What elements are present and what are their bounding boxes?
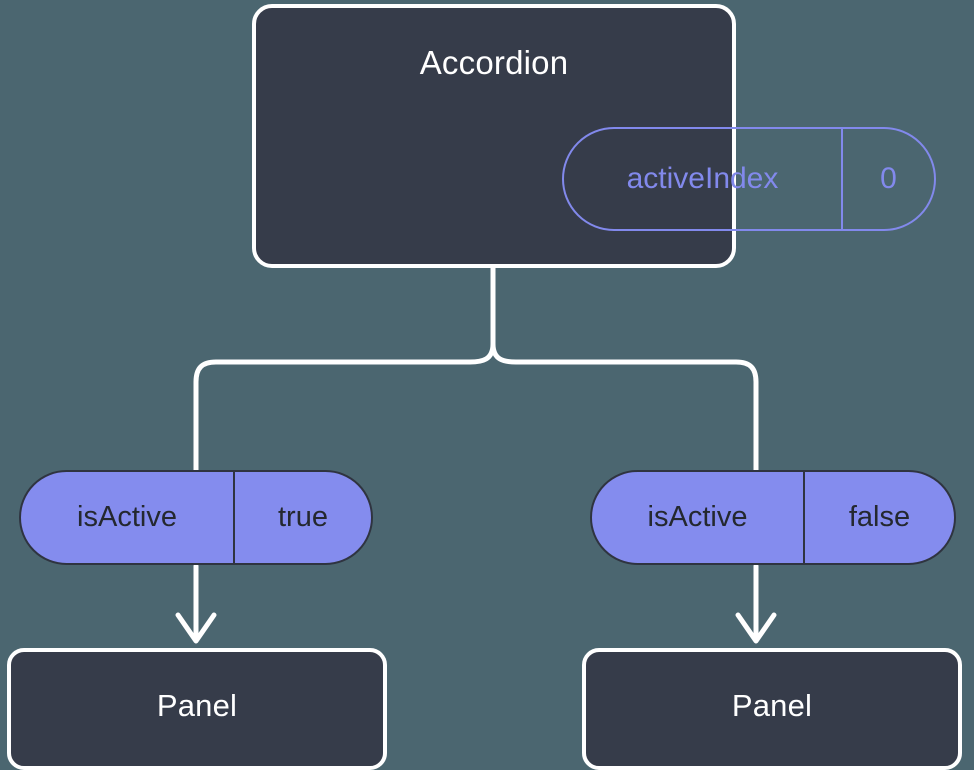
prop-badge-is-active-false[interactable]: isActive false xyxy=(590,470,956,565)
prop-badge-key: isActive xyxy=(21,472,235,563)
connector-fork-right xyxy=(490,341,759,473)
state-badge-active-index[interactable]: activeIndex 0 xyxy=(562,127,936,231)
component-node-panel-right[interactable]: Panel xyxy=(582,648,962,770)
prop-badge-is-active-true[interactable]: isActive true xyxy=(19,470,373,565)
prop-badge-key: isActive xyxy=(592,472,805,563)
state-badge-key: activeIndex xyxy=(564,129,843,229)
state-badge-value: 0 xyxy=(880,162,897,195)
connector-arrow-left-head xyxy=(175,612,217,644)
prop-badge-value: true xyxy=(278,501,328,533)
component-node-panel-left[interactable]: Panel xyxy=(7,648,387,770)
connector-fork-left xyxy=(193,341,496,473)
panel-title: Panel xyxy=(731,688,813,723)
component-node-accordion[interactable]: Accordion activeIndex 0 xyxy=(252,4,936,268)
panel-title: Panel xyxy=(156,688,238,723)
prop-badge-value: false xyxy=(848,501,911,533)
accordion-title: Accordion xyxy=(419,44,569,81)
connector-arrow-right-head xyxy=(735,612,777,644)
